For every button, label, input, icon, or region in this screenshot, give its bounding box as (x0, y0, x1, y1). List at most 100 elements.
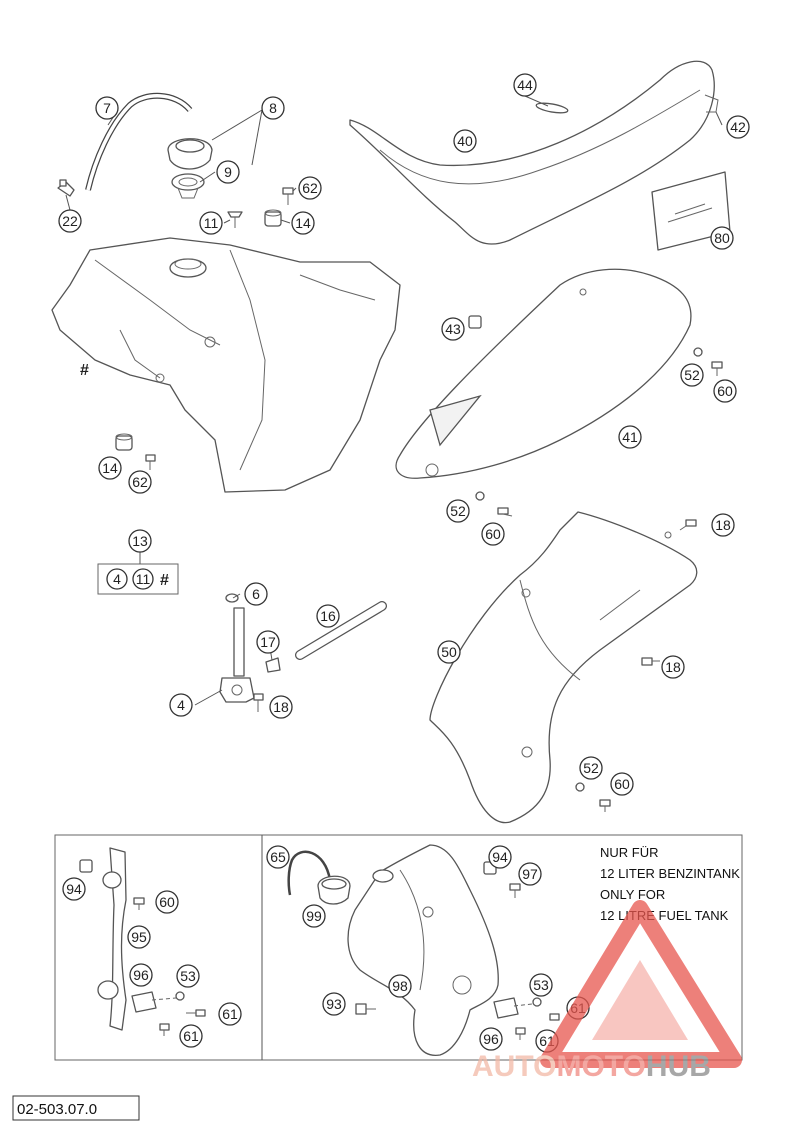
side-spoiler (395, 268, 692, 479)
svg-text:11: 11 (204, 215, 219, 231)
svg-text:96: 96 (133, 967, 149, 983)
leader-lines (65, 92, 723, 706)
fitment-note: NUR FÜR 12 LITER BENZINTANK ONLY FOR 12 … (600, 845, 740, 923)
watermark-hub: HUB (646, 1050, 711, 1083)
callout-7: 7 (95, 96, 119, 120)
callout-52-b: 52 (446, 499, 470, 523)
callout-43: 43 (441, 317, 465, 341)
callout-4-tap: 4 (169, 693, 193, 717)
svg-text:97: 97 (522, 866, 538, 882)
svg-text:16: 16 (320, 608, 336, 624)
callout-60-c: 60 (610, 772, 634, 796)
svg-text:14: 14 (295, 215, 311, 231)
callout-98: 98 (388, 974, 412, 998)
svg-text:4: 4 (113, 571, 121, 587)
callout-14-bottom: 14 (98, 456, 122, 480)
screw-62-bottom (145, 454, 156, 470)
svg-text:6: 6 (252, 586, 260, 602)
document-number-box: 02-503.07.0 (12, 1095, 140, 1121)
callout-18-upper: 18 (711, 513, 735, 537)
fuel-tank (51, 237, 401, 493)
svg-text:50: 50 (441, 644, 457, 660)
watermark-moto: MOTO (556, 1050, 645, 1083)
fuel-cap (167, 138, 213, 170)
watermark-auto: AUTO (472, 1050, 556, 1083)
screws-61-right (515, 1013, 560, 1040)
svg-text:41: 41 (622, 429, 638, 445)
hose-clip-17 (265, 657, 281, 673)
note-line-3: ONLY FOR (600, 887, 665, 902)
svg-text:95: 95 (131, 929, 147, 945)
callout-52-c: 52 (579, 756, 603, 780)
callout-60-left: 60 (155, 890, 179, 914)
document-number: 02-503.07.0 (17, 1101, 97, 1118)
callout-22: 22 (58, 209, 82, 233)
callout-99: 99 (302, 904, 326, 928)
screws-61-left (159, 1009, 206, 1036)
callout-8: 8 (261, 96, 285, 120)
svg-text:52: 52 (450, 503, 466, 519)
callout-18-middle: 18 (661, 655, 685, 679)
hash-marker-tank: # (80, 362, 89, 379)
fuel-tap (219, 593, 255, 703)
seat (349, 60, 719, 245)
clip-96-left (131, 991, 185, 1013)
callout-53-right: 53 (529, 973, 553, 997)
svg-text:62: 62 (302, 180, 318, 196)
cap-gasket (171, 173, 205, 199)
svg-text:8: 8 (269, 100, 277, 116)
svg-text:60: 60 (159, 894, 175, 910)
callout-94-right: 94 (488, 845, 512, 869)
callout-62-bottom: 62 (128, 470, 152, 494)
svg-text:18: 18 (273, 699, 289, 715)
callout-95: 95 (127, 925, 151, 949)
svg-text:52: 52 (583, 760, 599, 776)
callout-17: 17 (256, 630, 280, 654)
callout-61-left-a: 61 (218, 1002, 242, 1026)
callout-50: 50 (437, 640, 461, 664)
screw-60-left (133, 897, 145, 910)
watermark-logo-triangle (540, 900, 742, 1068)
callout-41: 41 (618, 425, 642, 449)
callout-80: 80 (710, 226, 734, 250)
svg-text:62: 62 (132, 474, 148, 490)
svg-text:44: 44 (517, 77, 533, 93)
svg-text:40: 40 (457, 133, 473, 149)
screw-18-tap (253, 693, 264, 712)
screw-18-upper (679, 519, 697, 531)
svg-text:65: 65 (270, 849, 286, 865)
watermark: AUTOMOTOHUB (472, 900, 742, 1083)
fuel-tank-12l (347, 844, 499, 1056)
screw-11 (227, 211, 243, 228)
callout-94-left: 94 (62, 877, 86, 901)
fuel-hose-16 (295, 601, 387, 660)
svg-text:98: 98 (392, 978, 408, 994)
watermark-text: AUTOMOTOHUB (472, 1050, 711, 1083)
option-frame (54, 834, 743, 1061)
svg-text:42: 42 (730, 119, 746, 135)
svg-text:13: 13 (132, 533, 148, 549)
svg-text:94: 94 (66, 881, 82, 897)
bracket-95 (97, 847, 127, 1031)
callout-96-right: 96 (479, 1027, 503, 1051)
callout-11-kit: 11 (132, 568, 154, 590)
callout-18-tap: 18 (269, 695, 293, 719)
svg-text:11: 11 (136, 571, 151, 587)
screw-97 (509, 883, 521, 898)
svg-text:96: 96 (483, 1031, 499, 1047)
callout-9: 9 (216, 160, 240, 184)
callout-93: 93 (322, 992, 346, 1016)
side-cover (429, 511, 698, 824)
svg-text:43: 43 (445, 321, 461, 337)
callout-65: 65 (266, 845, 290, 869)
svg-text:53: 53 (533, 977, 549, 993)
callout-60-b: 60 (481, 522, 505, 546)
svg-text:53: 53 (180, 968, 196, 984)
svg-text:61: 61 (222, 1006, 238, 1022)
nut-94-left (79, 859, 93, 873)
vent-hose-65 (287, 850, 332, 896)
svg-text:18: 18 (665, 659, 681, 675)
fasteners-spoiler-rear (693, 347, 723, 376)
callouts: 7 8 9 22 62 11 14 14 62 44 40 42 80 43 5… (58, 73, 750, 1053)
